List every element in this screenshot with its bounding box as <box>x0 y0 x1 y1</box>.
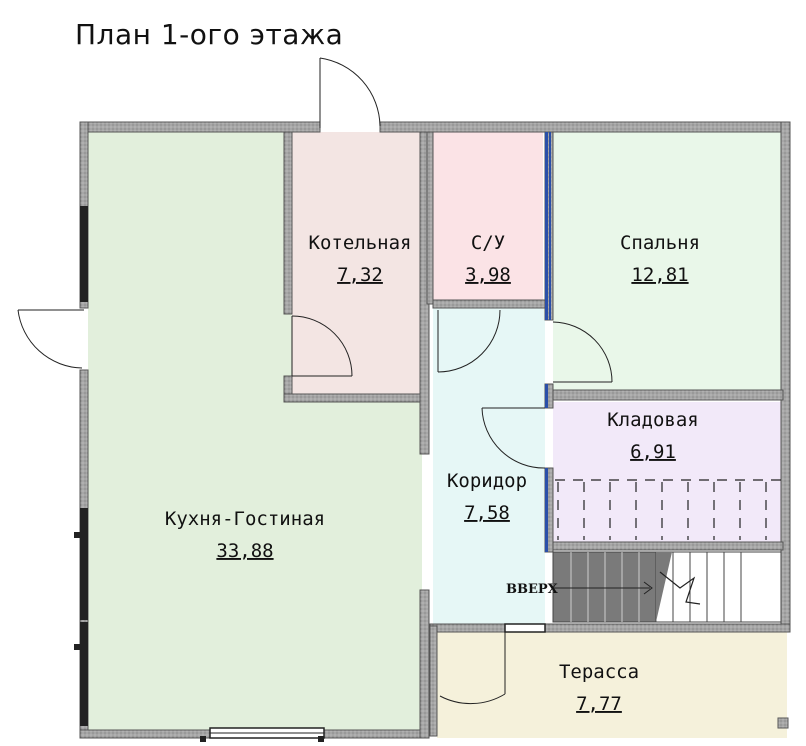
room-area-storage: 6,91 <box>630 441 676 463</box>
room-name-boiler: Котельная <box>309 232 412 254</box>
room-name-corridor: Коридор <box>447 470 527 492</box>
room-name-bedroom: Спальня <box>620 232 700 254</box>
stair-up-label: ВВЕРХ <box>506 582 559 597</box>
room-fill-corridor <box>433 304 545 626</box>
room-fill-boiler <box>292 132 422 394</box>
plan-title: План 1-ого этажа <box>75 18 344 51</box>
room-name-kitchen: Кухня-Гостиная <box>165 508 325 530</box>
terrace-threshold <box>504 623 546 633</box>
room-name-storage: Кладовая <box>607 409 699 431</box>
room-fill-bedroom <box>553 132 781 390</box>
room-name-terrace: Терасса <box>559 661 639 683</box>
interior-walls <box>283 131 791 737</box>
room-area-kitchen: 33,88 <box>216 540 273 562</box>
room-area-wc: 3,98 <box>465 264 511 286</box>
staircase <box>552 551 782 623</box>
storage-stair-lines <box>555 479 781 540</box>
partition-accents <box>545 132 551 552</box>
terrace-post <box>777 717 789 729</box>
door-swings <box>17 57 613 705</box>
room-area-terrace: 7,77 <box>576 693 622 715</box>
room-fill-storage <box>553 402 781 544</box>
room-area-boiler: 7,32 <box>337 264 383 286</box>
room-area-bedroom: 12,81 <box>631 264 688 286</box>
room-area-corridor: 7,58 <box>464 502 510 524</box>
bottom-window <box>200 727 325 742</box>
room-fill-terrace <box>437 632 787 738</box>
room-fill-wc <box>433 132 543 304</box>
room-name-wc: С/У <box>471 232 505 254</box>
left-windows <box>74 206 88 726</box>
